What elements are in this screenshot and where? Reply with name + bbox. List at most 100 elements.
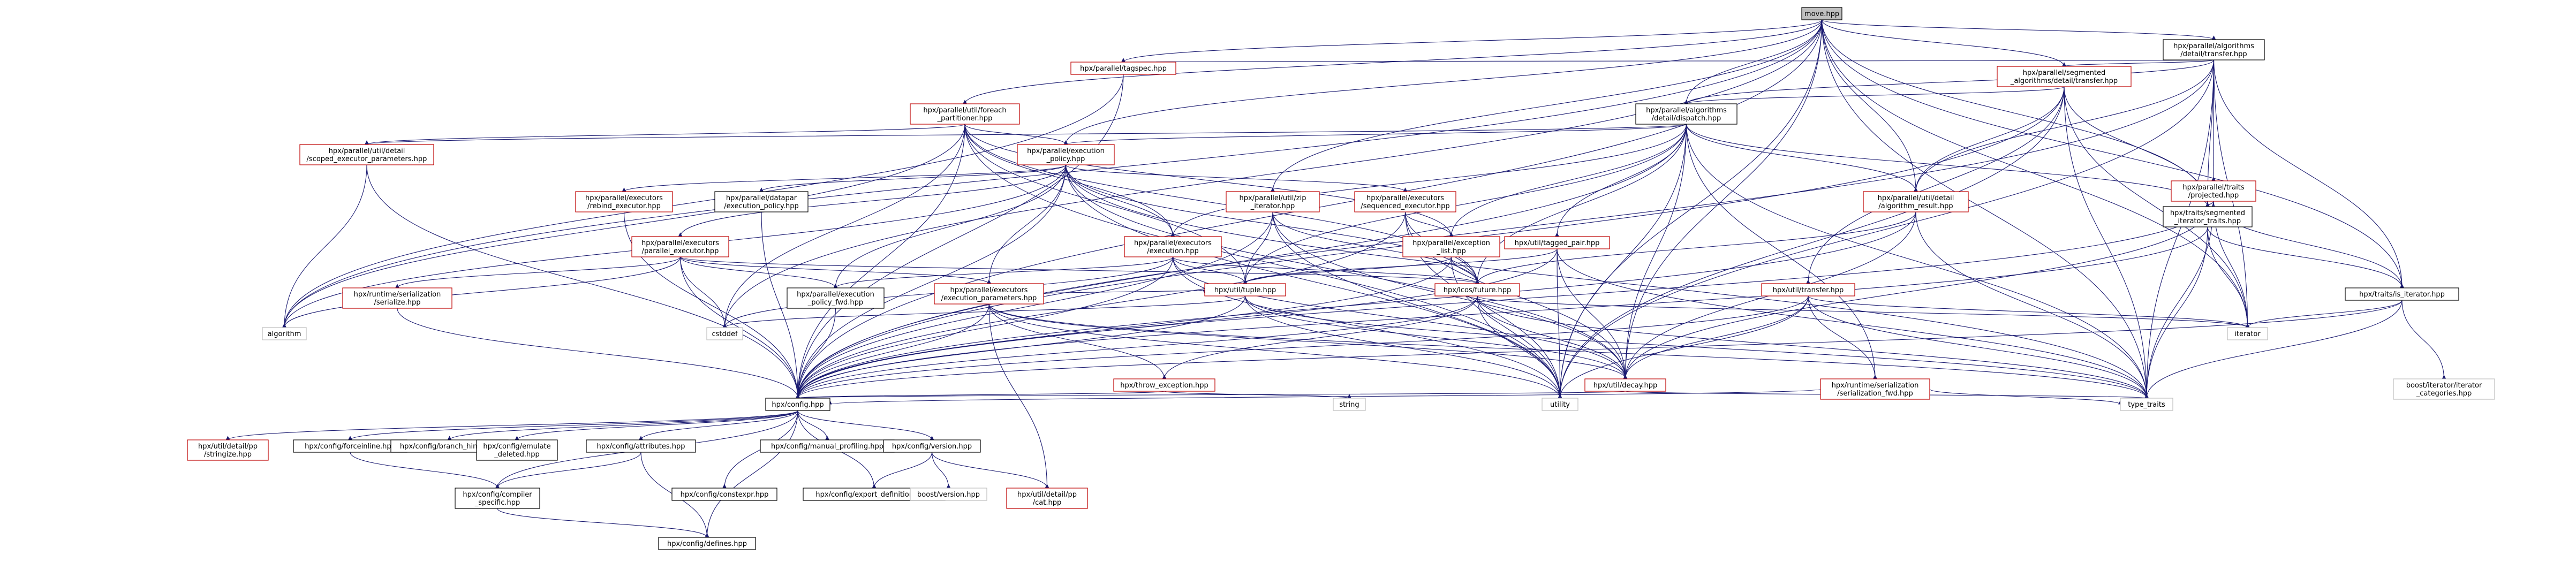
node-n43[interactable]: hpx/config/version.hpp <box>883 439 981 453</box>
node-n26[interactable]: algorithm <box>262 327 307 340</box>
edge-layer <box>225 19 2446 538</box>
edge-n14-n28 <box>2207 226 2250 328</box>
node-n9[interactable]: hpx/parallel/executors/rebind_executor.h… <box>575 191 673 212</box>
node-n42[interactable]: hpx/config/manual_profiling.hpp <box>760 439 895 453</box>
node-label: type_traits <box>2128 401 2165 409</box>
node-n49[interactable]: hpx/config/defines.hpp <box>658 537 756 550</box>
node-n29[interactable]: hpx/throw_exception.hpp <box>1113 378 1215 392</box>
node-n25[interactable]: hpx/traits/is_iterator.hpp <box>2345 287 2459 301</box>
node-n16[interactable]: hpx/parallel/executors/execution.hpp <box>1124 236 1222 257</box>
edge-n25-n32 <box>2401 300 2446 379</box>
node-n4[interactable]: hpx/parallel/util/foreach_partitioner.hp… <box>910 103 1020 125</box>
edge-n16-n36 <box>796 256 1174 399</box>
node-label: hpx/parallel/executors <box>950 286 1028 294</box>
node-n44[interactable]: hpx/config/compiler_specific.hpp <box>455 488 540 509</box>
node-n36[interactable]: hpx/config.hpp <box>765 398 830 411</box>
node-n8[interactable]: hpx/parallel/traits/projected.hpp <box>2171 180 2256 202</box>
edge-n7-n16 <box>1065 164 1175 237</box>
node-label: hpx/traits/is_iterator.hpp <box>2359 291 2445 299</box>
node-n1[interactable]: hpx/parallel/algorithms/detail/transfer.… <box>2163 39 2265 60</box>
node-box <box>1204 283 1286 296</box>
edge-n5-n23 <box>1475 124 1687 284</box>
node-n24[interactable]: hpx/util/transfer.hpp <box>1761 283 1855 296</box>
node-label: hpx/parallel/exception <box>1412 239 1490 247</box>
edge-n23-n29 <box>1162 295 1478 379</box>
edge-n4-n6 <box>365 124 965 145</box>
edge-n38-n44 <box>350 452 500 489</box>
node-label: hpx/parallel/segmented <box>2023 69 2106 77</box>
node-box <box>1402 236 1500 257</box>
node-n40[interactable]: hpx/config/emulate_deleted.hpp <box>476 439 558 461</box>
node-label: hpx/config/export_definitions.hpp <box>815 491 932 499</box>
node-n12[interactable]: hpx/parallel/executors/sequenced_executo… <box>1354 191 1456 212</box>
node-box <box>1333 398 1366 411</box>
node-label: _list.hpp <box>1436 247 1465 255</box>
node-label: hpx/config/branch_hints.hpp <box>400 443 499 451</box>
node-n48[interactable]: hpx/util/detail/pp/cat.hpp <box>1006 488 1088 509</box>
node-n11[interactable]: hpx/parallel/util/zip_iterator.hpp <box>1226 191 1320 212</box>
node-n34[interactable]: utility <box>1542 398 1578 411</box>
node-box <box>2227 327 2268 340</box>
node-box <box>1504 236 1610 249</box>
node-n15[interactable]: hpx/parallel/executors/parallel_executor… <box>631 236 729 257</box>
node-n31[interactable]: hpx/runtime/serialization/serialization_… <box>1820 378 1930 400</box>
node-label: hpx/parallel/executors <box>641 239 719 247</box>
edge-n1-n5 <box>1684 59 2215 104</box>
node-box <box>1434 283 1520 296</box>
node-n19[interactable]: hpx/runtime/serialization/serialize.hpp <box>342 287 452 309</box>
node-n7[interactable]: hpx/parallel/execution_policy.hpp <box>1017 144 1115 165</box>
node-label: hpx/runtime/serialization <box>354 291 441 299</box>
node-label: _deleted.hpp <box>494 451 540 459</box>
edge-n3-n13 <box>1914 86 2065 192</box>
node-n37[interactable]: hpx/util/detail/pp/stringize.hpp <box>187 439 269 461</box>
node-n20[interactable]: hpx/parallel/execution_policy_fwd.hpp <box>787 287 885 309</box>
node-label: hpx/util/tagged_pair.hpp <box>1515 239 1600 247</box>
node-n2[interactable]: hpx/parallel/tagspec.hpp <box>1070 62 1176 75</box>
node-box <box>883 439 981 453</box>
edge-n14-n25 <box>2207 226 2404 288</box>
edge-n36-n49 <box>705 410 798 538</box>
node-n21[interactable]: hpx/parallel/executors/execution_paramet… <box>934 283 1044 305</box>
node-box <box>2163 39 2265 60</box>
edge-n21-n36 <box>796 303 989 399</box>
edge-n24-n35 <box>1808 295 2149 399</box>
node-box <box>262 327 307 340</box>
node-label: hpx/util/detail/pp <box>198 443 258 451</box>
edge-n13-n36 <box>796 211 1916 399</box>
node-n35[interactable]: type_traits <box>2120 398 2173 411</box>
node-n13[interactable]: hpx/parallel/util/detail/algorithm_resul… <box>1863 191 1969 212</box>
node-n27[interactable]: cstddef <box>706 327 743 340</box>
edge-n24-n34 <box>1558 295 1809 399</box>
node-n38[interactable]: hpx/config/forceinline.hpp <box>293 439 407 453</box>
edge-n36-n38 <box>348 410 798 440</box>
node-n32[interactable]: boost/iterator/iterator_categories.hpp <box>2393 378 2495 400</box>
node-n3[interactable]: hpx/parallel/segmented_algorithms/detail… <box>1997 66 2132 87</box>
edge-n1-n3 <box>2062 59 2215 67</box>
edge-n43-n47 <box>931 452 951 489</box>
edge-n3-n28 <box>2064 86 2250 328</box>
node-layer: move.hpp hpx/parallel/algorithms/detail/t… <box>187 7 2495 550</box>
node-n30[interactable]: hpx/util/decay.hpp <box>1584 378 1666 392</box>
node-n5[interactable]: hpx/parallel/algorithms/detail/dispatch.… <box>1635 103 1738 125</box>
node-n0[interactable]: move.hpp <box>1801 7 1842 20</box>
node-n18[interactable]: hpx/util/tagged_pair.hpp <box>1504 236 1610 249</box>
node-n23[interactable]: hpx/lcos/future.hpp <box>1434 283 1520 296</box>
node-box <box>2163 206 2253 227</box>
node-label: /detail/transfer.hpp <box>2180 50 2247 58</box>
node-box <box>1820 378 1930 400</box>
node-n41[interactable]: hpx/config/attributes.hpp <box>586 439 696 453</box>
node-n28[interactable]: iterator <box>2227 327 2268 340</box>
node-n45[interactable]: hpx/config/constexpr.hpp <box>671 488 777 501</box>
edge-n22-n35 <box>1244 295 2149 399</box>
node-n22[interactable]: hpx/util/tuple.hpp <box>1204 283 1286 296</box>
node-n47[interactable]: boost/version.hpp <box>910 488 987 501</box>
node-n33[interactable]: string <box>1333 398 1366 411</box>
node-n14[interactable]: hpx/traits/segmented_iterator_traits.hpp <box>2163 206 2253 227</box>
node-n6[interactable]: hpx/parallel/util/detail/scoped_executor… <box>299 144 434 165</box>
node-n17[interactable]: hpx/parallel/exception_list.hpp <box>1402 236 1500 257</box>
edge-n21-n35 <box>988 303 2149 399</box>
edge-n12-n36 <box>796 211 1406 399</box>
edge-n7-n21 <box>987 164 1067 284</box>
node-n10[interactable]: hpx/parallel/datapar/execution_policy.hp… <box>714 191 809 212</box>
